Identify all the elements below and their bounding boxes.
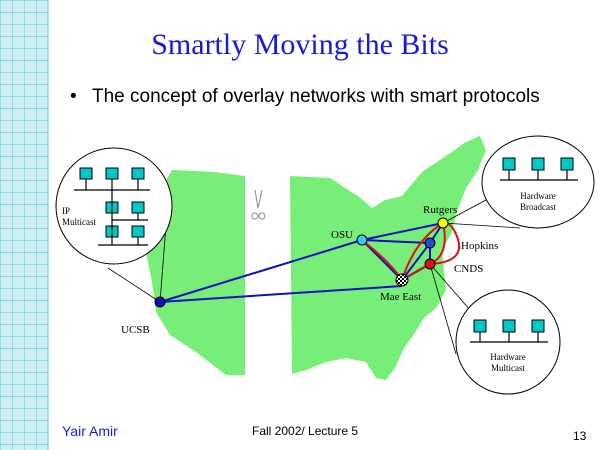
hardware-broadcast-label-2: Broadcast (520, 202, 556, 212)
hardware-multicast-label-1: Hardware (490, 352, 525, 362)
label-ucsb: UCSB (121, 324, 150, 336)
node-mae-east (395, 273, 409, 287)
scissors-icon (251, 189, 266, 220)
slide-title: Smartly Moving the Bits (151, 28, 449, 61)
bullet-text: The concept of overlay networks with sma… (92, 86, 540, 107)
hardware-broadcast-callout: Hardware Broadcast (481, 135, 595, 229)
callout-line (442, 222, 521, 229)
grid-border (0, 0, 48, 450)
label-cnds: CNDS (454, 263, 483, 275)
hardware-multicast-callout: Hardware Multicast (455, 289, 561, 395)
node-rutgers (437, 217, 449, 229)
bullet-item: • The concept of overlay networks with sm… (70, 86, 540, 108)
label-osu: OSU (331, 229, 353, 241)
hardware-broadcast-label-1: Hardware (520, 191, 555, 201)
callout-line (442, 199, 487, 224)
node-osu (356, 234, 368, 246)
callout-line (429, 263, 471, 311)
node-cnds (424, 258, 436, 270)
hardware-multicast-label-2: Multicast (491, 363, 525, 373)
page-number: 13 (573, 429, 587, 443)
us-map-east (290, 136, 486, 380)
us-map-west (146, 170, 245, 375)
footer-lecture: Fall 2002/ Lecture 5 (252, 424, 359, 438)
label-rutgers: Rutgers (423, 204, 457, 216)
callout-line (429, 263, 457, 355)
ip-multicast-label-1: IP (62, 206, 70, 216)
footer-author: Yair Amir (62, 423, 118, 439)
bullet-dot: • (70, 86, 77, 107)
label-mae-east: Mae East (380, 291, 421, 303)
callout-line (107, 267, 161, 303)
node-ucsb (154, 296, 166, 308)
label-hopkins: Hopkins (461, 240, 498, 252)
ip-multicast-label-2: Multicast (62, 217, 96, 227)
node-hopkins (424, 237, 436, 249)
ip-multicast-callout: IP Multicast (55, 147, 173, 265)
